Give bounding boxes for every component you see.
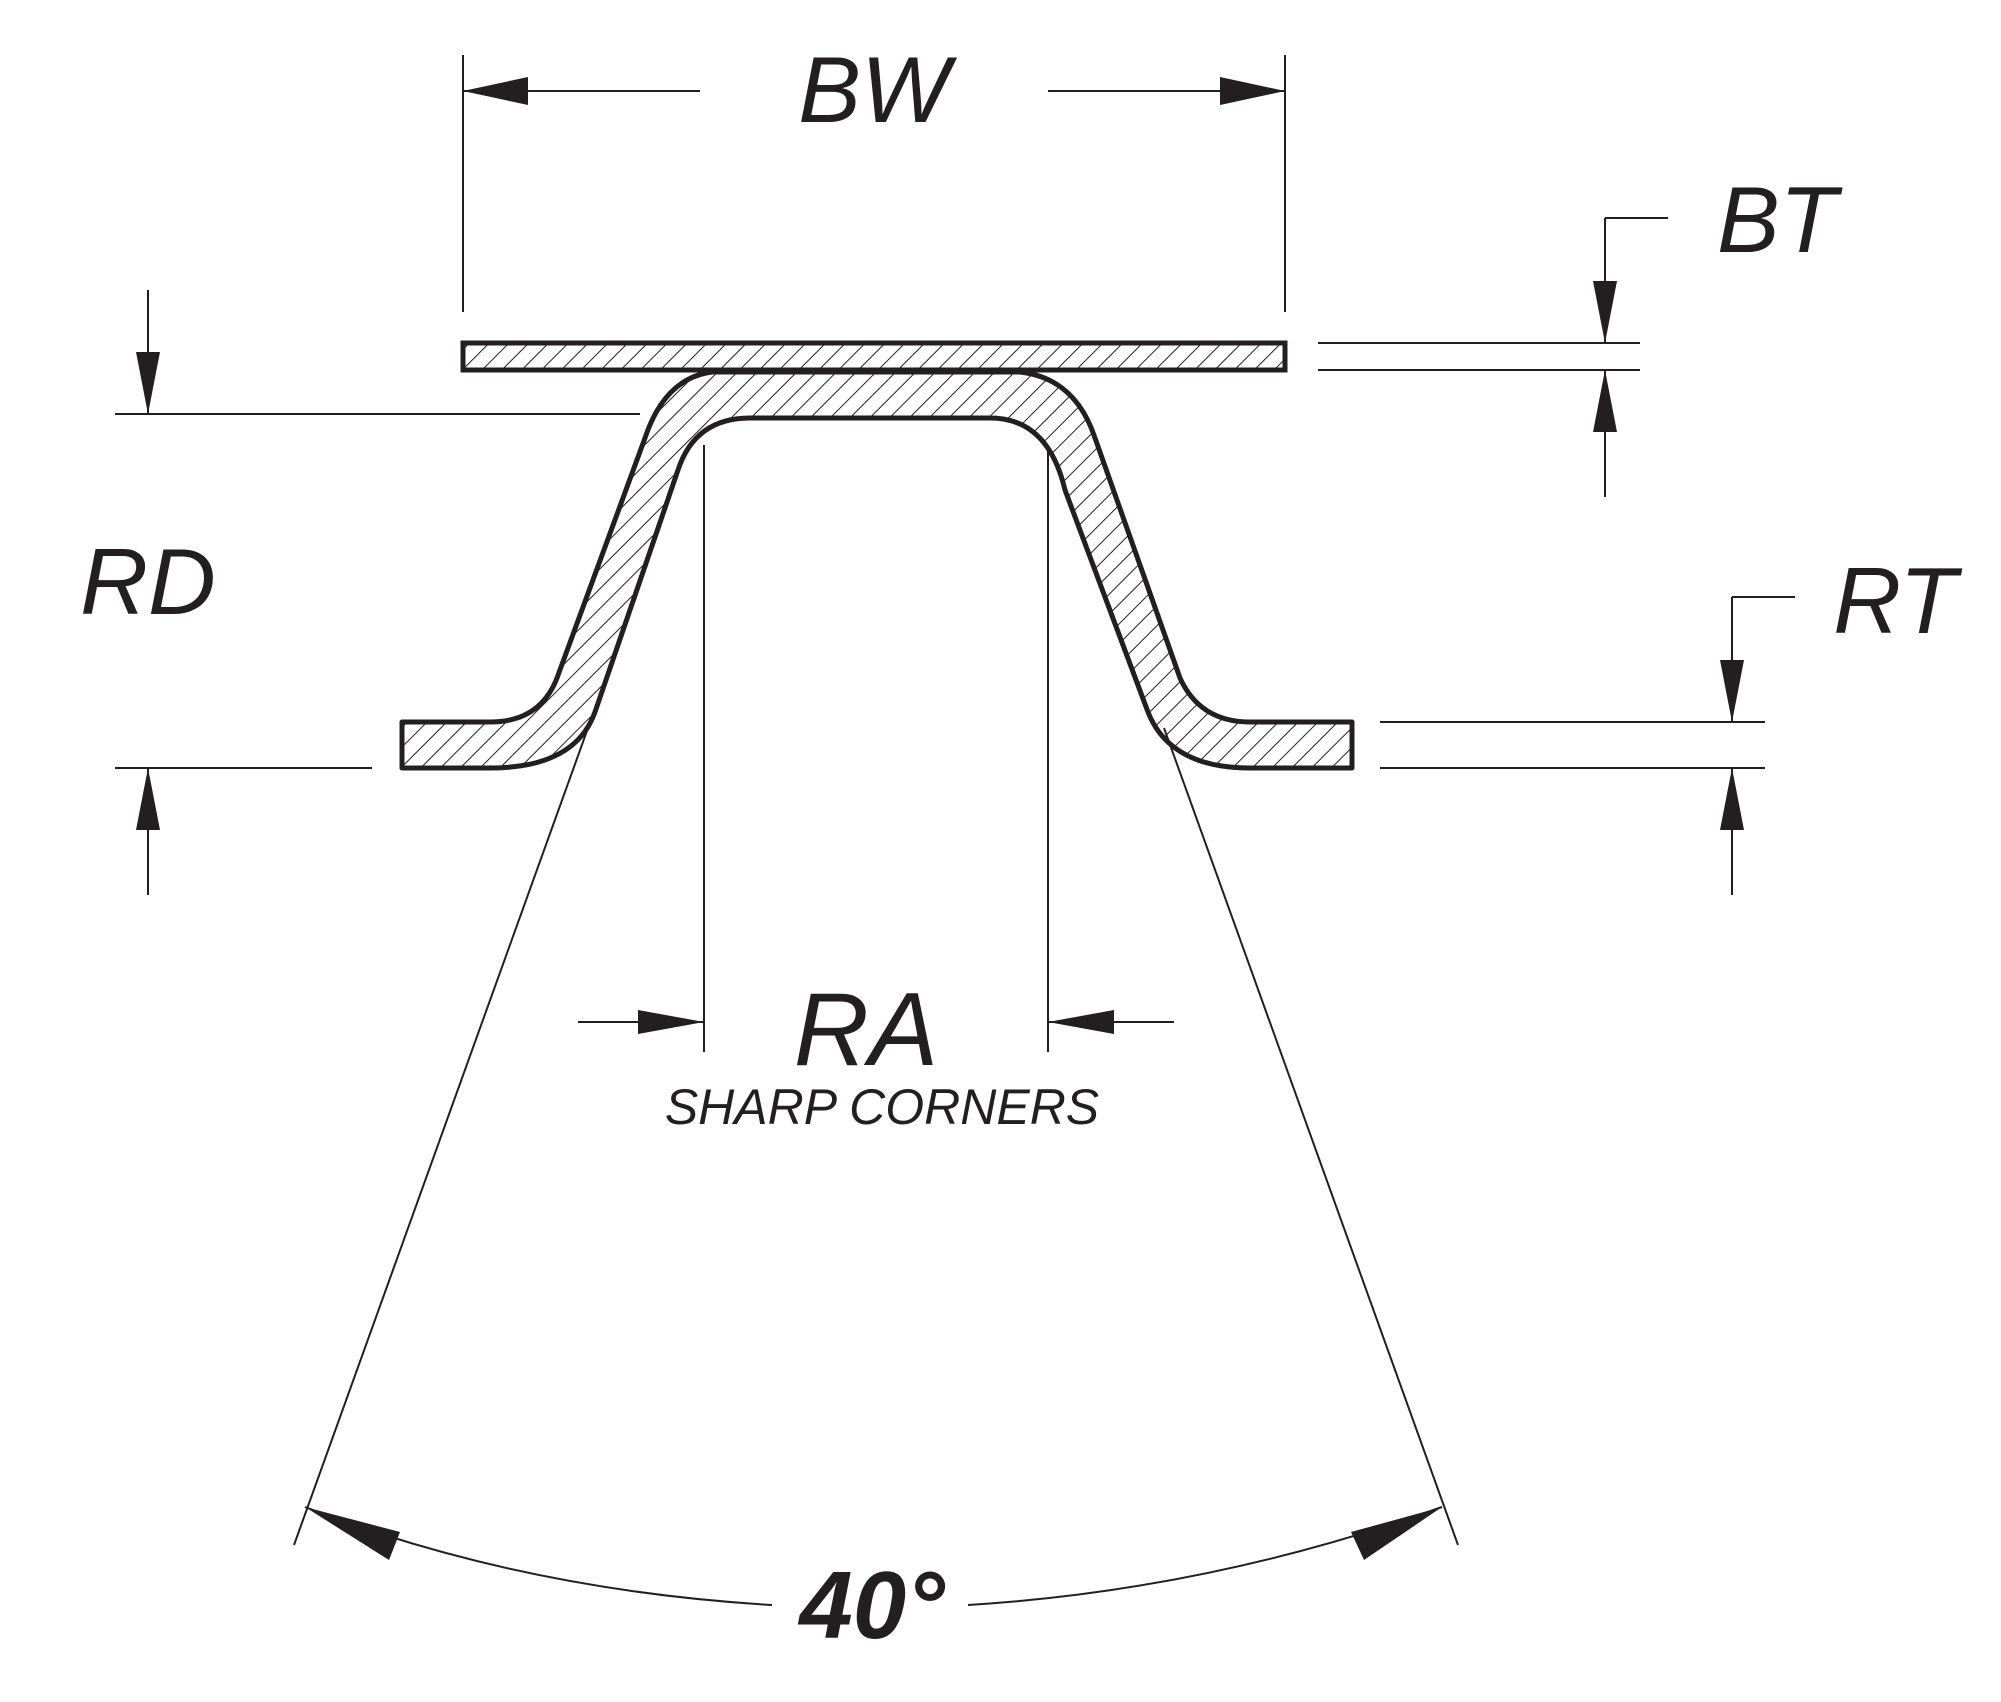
rt-label: RT	[1833, 548, 1962, 653]
base-sheet	[460, 340, 1288, 373]
rd-dimension	[115, 290, 640, 895]
ra-note-label: SHARP CORNERS	[665, 1079, 1099, 1135]
ra-dimension	[578, 445, 1174, 1052]
rd-label: RD	[80, 529, 216, 634]
rib-profile	[399, 369, 1355, 771]
bt-dimension	[1318, 217, 1668, 497]
rt-dimension	[1380, 596, 1795, 895]
angle-dimension	[293, 727, 1459, 1606]
bw-dimension	[462, 55, 1286, 312]
ra-label: RA	[794, 972, 938, 1088]
bw-label: BW	[798, 37, 958, 142]
angle-label: 40°	[797, 1552, 945, 1659]
bt-label: BT	[1717, 167, 1843, 272]
